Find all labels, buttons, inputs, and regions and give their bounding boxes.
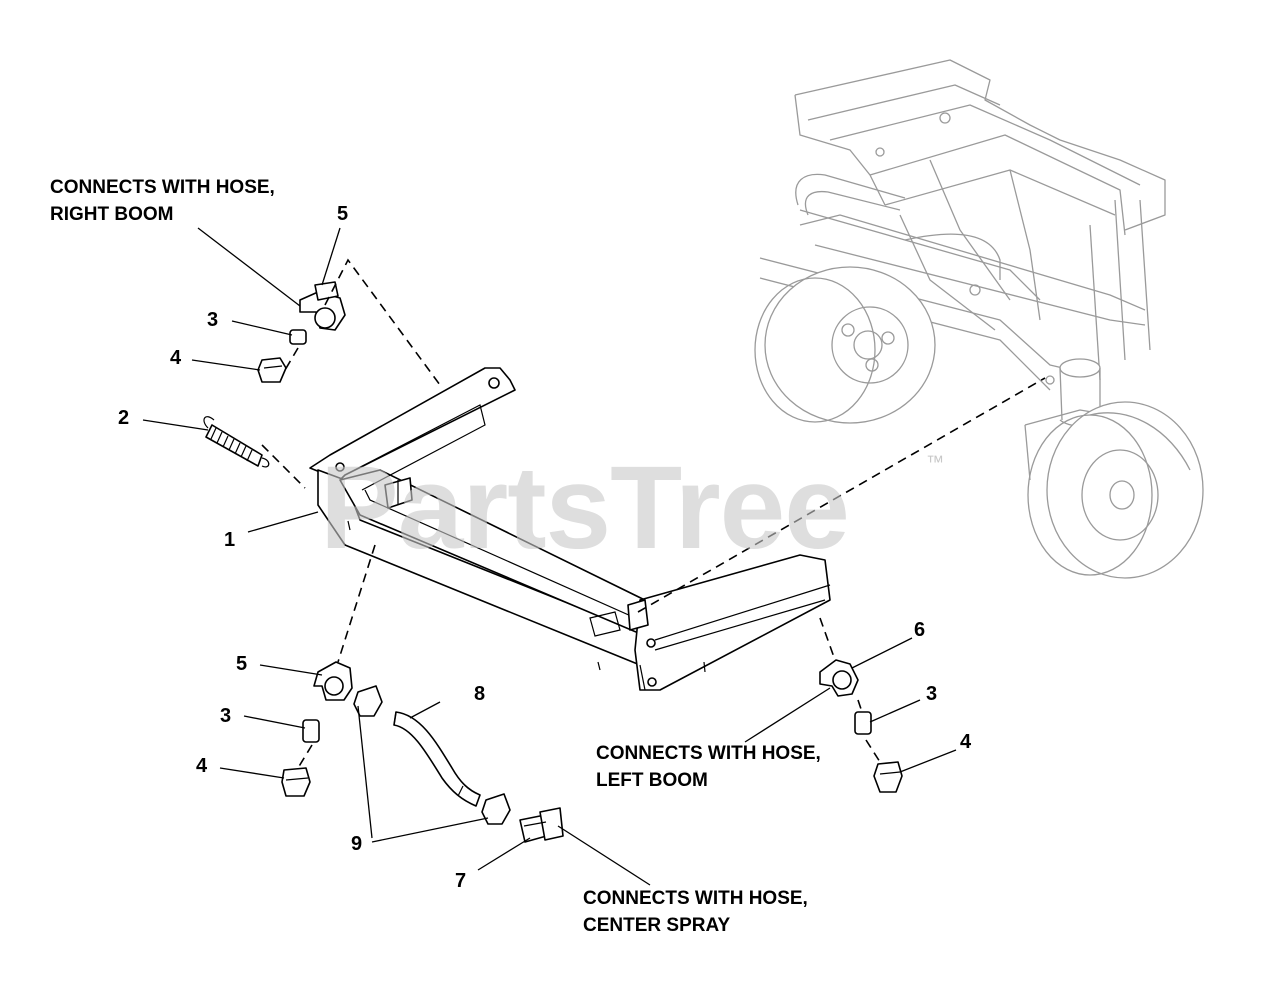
note-right-boom-line-2: RIGHT BOOM — [50, 204, 174, 225]
callout-2: 2 — [118, 407, 129, 429]
callout-numbers: 5 3 4 2 1 5 3 4 8 9 7 6 3 4 — [118, 203, 972, 892]
note-left-boom: CONNECTS WITH HOSE, LEFT BOOM — [596, 743, 821, 791]
note-left-boom-line-1: CONNECTS WITH HOSE, — [596, 743, 821, 764]
callout-6: 6 — [914, 619, 925, 641]
boom-frame-part-1 — [309, 367, 831, 691]
callout-5-top: 5 — [337, 203, 348, 225]
note-right-boom: CONNECTS WITH HOSE, RIGHT BOOM — [50, 177, 275, 225]
callout-3-left: 3 — [220, 705, 231, 727]
top-nozzle-assembly — [257, 281, 346, 383]
assembly-dashed-lines — [261, 258, 1046, 769]
center-tee-assembly — [481, 793, 564, 843]
callout-3-top: 3 — [207, 309, 218, 331]
note-left-boom-line-2: LEFT BOOM — [596, 770, 708, 791]
leader-lines — [142, 227, 957, 886]
callout-5-bottom: 5 — [236, 653, 247, 675]
right-nozzle-assembly — [819, 659, 903, 793]
note-center-spray: CONNECTS WITH HOSE, CENTER SPRAY — [583, 888, 808, 936]
watermark-trademark: ™ — [926, 452, 944, 472]
callout-7: 7 — [455, 870, 466, 892]
callout-4-top: 4 — [170, 347, 182, 369]
callout-3-right: 3 — [926, 683, 937, 705]
callout-9: 9 — [351, 833, 362, 855]
note-center-spray-line-2: CENTER SPRAY — [583, 915, 730, 936]
callout-4-left: 4 — [196, 755, 208, 777]
callout-8: 8 — [474, 683, 485, 705]
spring-part-2 — [203, 416, 270, 468]
machine-frame-ghost — [754, 59, 1204, 579]
note-right-boom-line-1: CONNECTS WITH HOSE, — [50, 177, 275, 198]
callout-4-right: 4 — [960, 731, 972, 753]
watermark-text: PartsTree — [320, 442, 849, 574]
callout-1: 1 — [224, 529, 235, 551]
note-center-spray-line-1: CONNECTS WITH HOSE, — [583, 888, 808, 909]
left-nozzle-assembly — [281, 661, 481, 807]
